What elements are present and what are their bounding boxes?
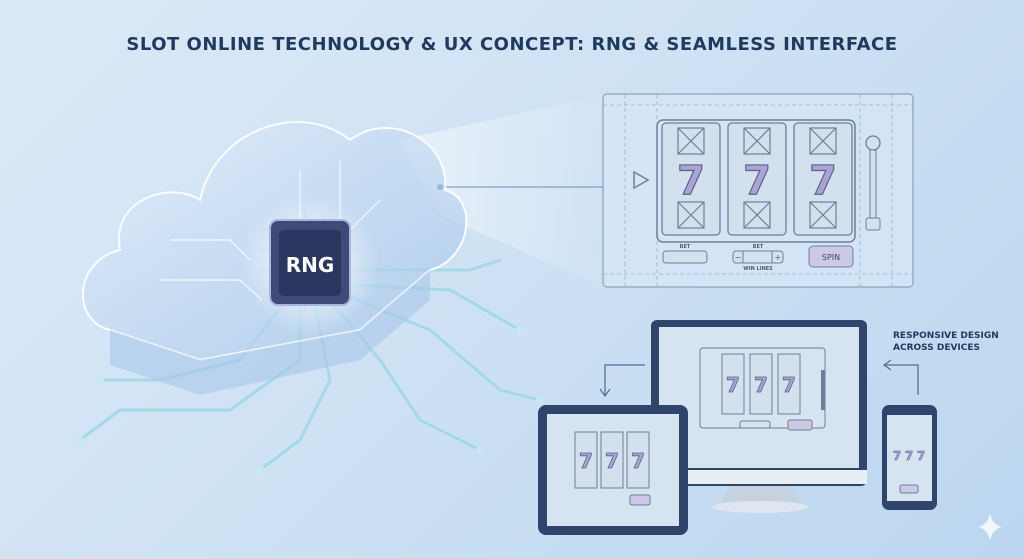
reel-symbol: 7 [893, 449, 901, 463]
tablet: 7 7 7 [538, 405, 688, 535]
smartphone: 7 7 7 [882, 405, 937, 510]
projection-beam [400, 95, 603, 287]
reel-symbol: 7 [579, 449, 593, 473]
caption-line: RESPONSIVE DESIGN [893, 331, 999, 341]
rng-chip: RNG [240, 195, 380, 335]
responsive-caption: RESPONSIVE DESIGN ACROSS DEVICES [893, 330, 999, 354]
bet-label: BET [680, 244, 691, 250]
bet-stepper[interactable] [732, 250, 784, 264]
bet-input[interactable] [662, 250, 708, 264]
placeholder-image-icons [677, 127, 837, 229]
reel-symbol: 7 [917, 449, 925, 463]
spin-label: SPIN [822, 253, 840, 262]
chip-label: RNG [286, 253, 335, 277]
sync-arrows [599, 359, 919, 398]
desktop-monitor: 7 7 7 [651, 320, 867, 513]
lever[interactable] [865, 135, 881, 231]
slot-wireframe-panel: 7 7 7 BET BET − + WIN LINES SPIN [602, 93, 914, 288]
sparkle-icon [978, 513, 1002, 541]
caption-line: ACROSS DEVICES [893, 343, 981, 353]
reel-symbol: 7 [743, 158, 771, 204]
reel-symbol: 7 [605, 449, 619, 473]
bet-label: BET [753, 244, 764, 250]
plus-button[interactable]: + [775, 253, 782, 262]
page-title: SLOT ONLINE TECHNOLOGY & UX CONCEPT: RNG… [126, 34, 898, 55]
minus-button[interactable]: − [735, 253, 742, 262]
reel-symbol: 7 [905, 449, 913, 463]
cloud-depth [110, 270, 430, 395]
reel-symbol: 7 [726, 373, 740, 397]
play-icon[interactable] [633, 170, 650, 190]
reel-symbol: 7 [754, 373, 768, 397]
reel-symbol: 7 [631, 449, 645, 473]
spin-button[interactable] [808, 245, 854, 268]
reel-symbol: 7 [809, 158, 837, 204]
reel-symbol: 7 [782, 373, 796, 397]
win-lines-label: WIN LINES [743, 266, 773, 272]
reel-symbol: 7 [677, 158, 705, 204]
